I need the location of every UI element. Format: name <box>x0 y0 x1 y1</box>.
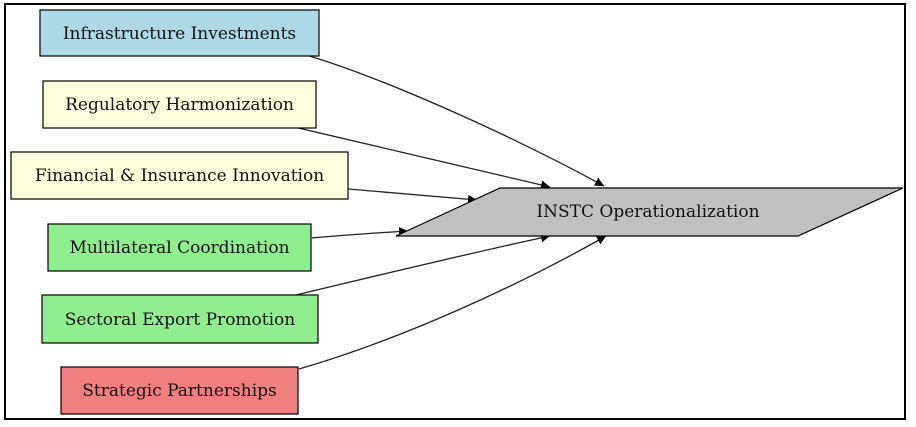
node-financial-insurance-innovation: Financial & Insurance Innovation <box>10 151 349 200</box>
edge-multi-to-instc <box>311 227 409 239</box>
node-label: Sectoral Export Promotion <box>65 310 296 330</box>
node-instc-operationalization: INSTC Operationalization <box>395 187 904 237</box>
node-label: Strategic Partnerships <box>82 381 277 401</box>
node-box <box>39 9 320 57</box>
edge-infra-to-instc <box>305 54 605 187</box>
node-box <box>42 80 317 129</box>
node-label: Infrastructure Investments <box>63 24 296 44</box>
node-box <box>10 151 349 200</box>
node-label: INSTC Operationalization <box>536 202 759 222</box>
node-infrastructure-investments: Infrastructure Investments <box>39 9 320 57</box>
edge-fin-to-instc <box>347 188 478 204</box>
edge-reg-to-instc <box>293 126 551 190</box>
node-box <box>60 366 299 415</box>
node-shape <box>395 187 904 237</box>
node-label: Multilateral Coordination <box>69 238 289 258</box>
node-label: Financial & Insurance Innovation <box>35 166 324 186</box>
edge-export-to-instc <box>295 233 551 296</box>
node-box <box>41 294 319 344</box>
node-label: Regulatory Harmonization <box>65 95 294 115</box>
edge-strat-to-instc <box>298 235 607 370</box>
node-sectoral-export-promotion: Sectoral Export Promotion <box>41 294 319 344</box>
node-box <box>47 223 312 272</box>
node-strategic-partnerships: Strategic Partnerships <box>60 366 299 415</box>
edges <box>293 54 607 370</box>
node-multilateral-coordination: Multilateral Coordination <box>47 223 312 272</box>
node-regulatory-harmonization: Regulatory Harmonization <box>42 80 317 129</box>
